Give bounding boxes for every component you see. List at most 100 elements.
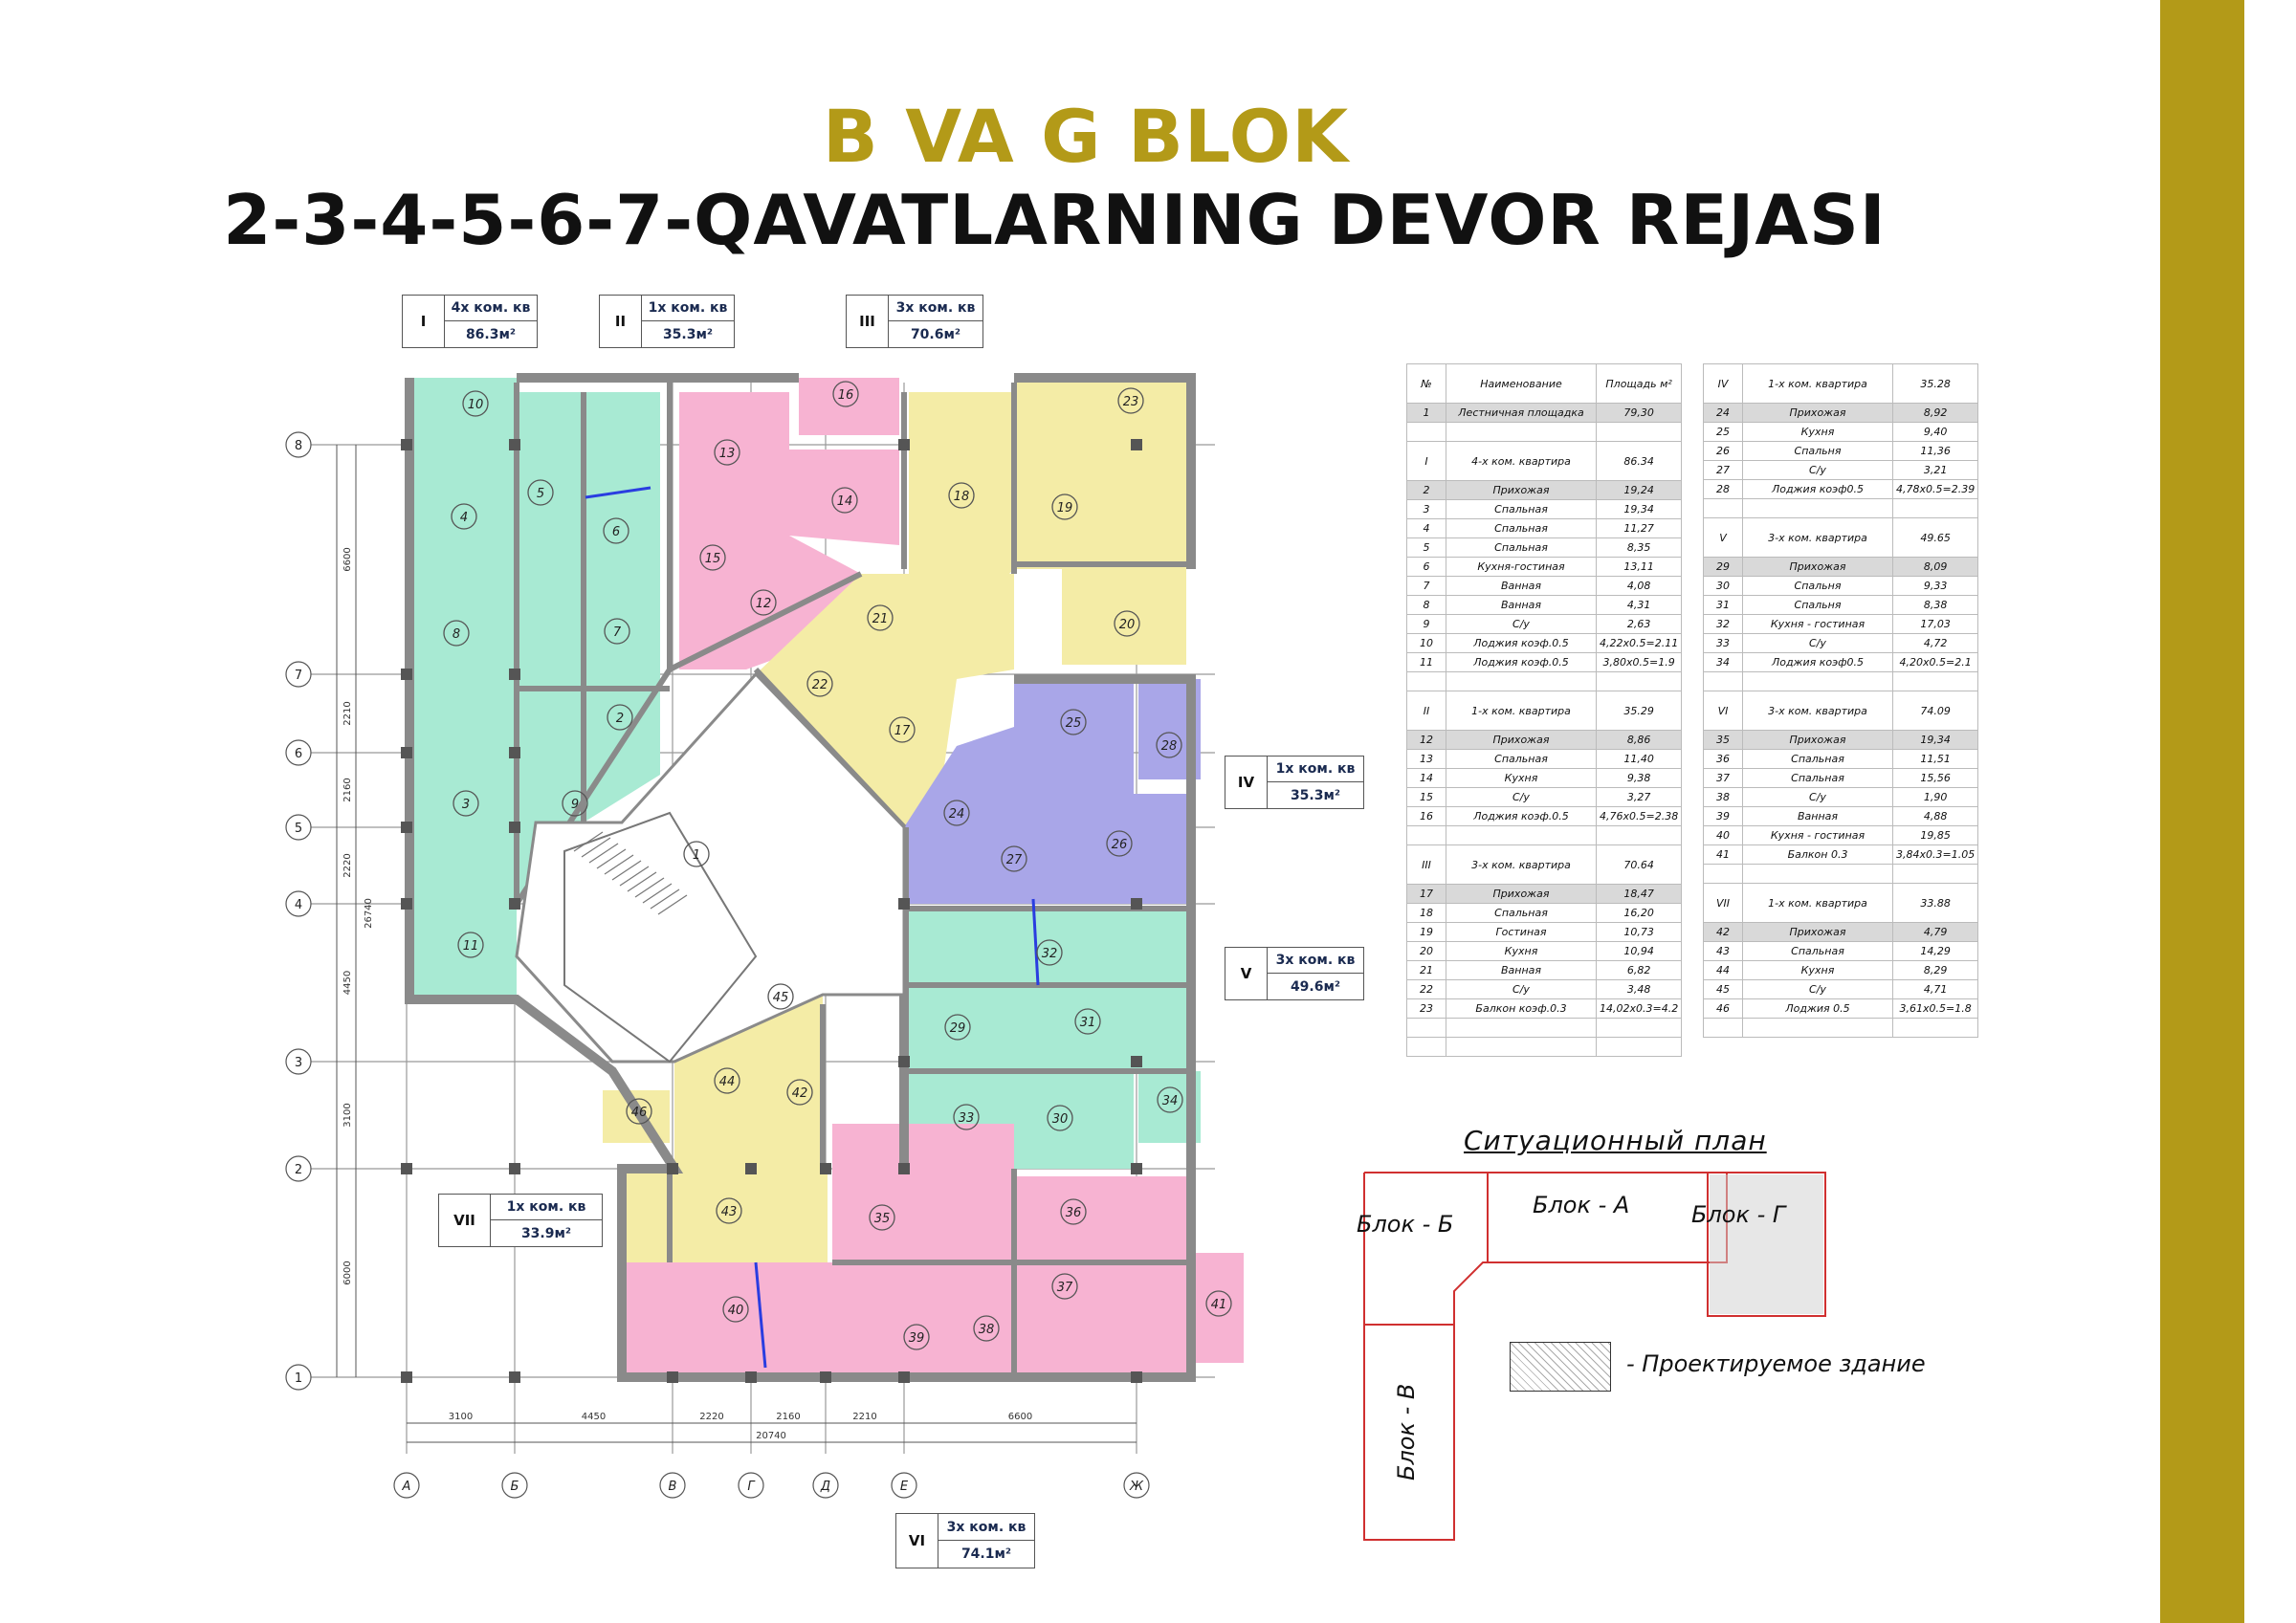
table-cell: Спальная (1742, 749, 1893, 769)
table-cell: Лоджия коэф0.5 (1742, 652, 1893, 672)
column-marker (1131, 439, 1142, 450)
apartment-label-ii: II 1х ком. кв 35.3м² (599, 295, 735, 348)
apartment-area: 49.6м² (1290, 978, 1341, 995)
table-cell: 22 (1406, 979, 1446, 999)
apartment-roman: III (847, 296, 889, 347)
axis-col-bubble (738, 1472, 764, 1499)
stair-step (627, 871, 657, 892)
table-cell: 38 (1703, 787, 1743, 807)
room-number: 21 (872, 612, 889, 626)
axis-col-bubble (501, 1472, 528, 1499)
table-cell: 8,38 (1891, 595, 1979, 615)
room-number: 40 (728, 1304, 744, 1318)
room-number-circle (462, 390, 489, 417)
column-marker (401, 1371, 412, 1383)
dim-label: 2220 (699, 1412, 723, 1422)
axis-col-label: Г (747, 1480, 756, 1494)
column-marker (509, 822, 520, 833)
page-title-plan: 2-3-4-5-6-7-QAVATLARNING DEVOR REJASI (223, 180, 1887, 260)
axis-col-bubble (659, 1472, 686, 1499)
room-number-circle (1114, 610, 1140, 637)
room-area (799, 378, 899, 435)
room-area (909, 392, 1014, 622)
table-cell: 70.64 (1595, 844, 1683, 885)
room-area (679, 392, 861, 669)
room-number: 27 (1006, 853, 1023, 867)
table-cell: 4 (1406, 518, 1446, 538)
room-number-circle (457, 932, 484, 958)
room-number: 34 (1162, 1094, 1179, 1108)
table-cell: Спальня (1742, 576, 1893, 596)
table-cell: Спальная (1446, 518, 1597, 538)
room-number: 7 (613, 625, 622, 640)
table-header-cell: Наименование (1446, 363, 1597, 404)
apartment-roman: VII (439, 1195, 491, 1246)
room-number-circle (869, 1204, 895, 1231)
column-marker (898, 898, 910, 910)
inner-wall (668, 571, 863, 672)
table-cell: 9,33 (1891, 576, 1979, 596)
room-area (622, 1169, 828, 1262)
room-number: 9 (571, 798, 579, 812)
apartment-roman: VI (896, 1514, 938, 1568)
room-area (1191, 1253, 1244, 1363)
table-cell: Спальная (1446, 749, 1597, 769)
table-cell: 4,22x0.5=2.11 (1595, 633, 1683, 653)
room-number-circle (714, 1067, 740, 1094)
table-cell: V (1703, 517, 1743, 558)
room-number: 41 (1211, 1298, 1227, 1312)
table-cell: 6 (1406, 557, 1446, 577)
column-marker (509, 1163, 520, 1174)
table-cell: Лоджия коэф.0.5 (1446, 806, 1597, 826)
table-cell: 3,80x0.5=1.9 (1595, 652, 1683, 672)
table-row (1703, 1018, 1979, 1038)
apartment-label-vii: VII 1х ком. кв 33.9м² (438, 1194, 603, 1247)
room-number-circle (1106, 830, 1133, 857)
table-cell: Ванная (1446, 960, 1597, 980)
axis-row-bubble (285, 661, 312, 688)
apartment-area: 35.3м² (1290, 787, 1341, 803)
room-area (674, 995, 823, 1169)
table-cell: 33.88 (1891, 883, 1979, 923)
table-cell: 16,20 (1595, 903, 1683, 923)
room-number-circle (1001, 845, 1027, 872)
table-cell: 12 (1406, 730, 1446, 750)
column-marker (898, 439, 910, 450)
table-cell: 7 (1406, 576, 1446, 596)
table-cell: 6,82 (1595, 960, 1683, 980)
table-cell: 10,94 (1595, 941, 1683, 961)
room-area (603, 1090, 670, 1143)
column-marker (509, 1371, 520, 1383)
table-cell: 44 (1703, 960, 1743, 980)
room-area (411, 378, 517, 689)
table-cell: Спальня (1742, 441, 1893, 461)
table-cell: 17,03 (1891, 614, 1979, 634)
axis-row-label: 3 (295, 1056, 302, 1070)
room-number: 11 (463, 939, 479, 954)
axis-row-label: 8 (295, 439, 302, 453)
room-number: 13 (719, 447, 736, 461)
table-cell: 3 (1406, 499, 1446, 519)
room-number: 42 (792, 1086, 808, 1101)
column-marker (745, 1163, 757, 1174)
room-number-circle (722, 1296, 749, 1323)
table-cell: 2 (1406, 480, 1446, 500)
stair-step (619, 866, 650, 887)
table-cell: 5 (1406, 537, 1446, 558)
room-number-circle (451, 503, 477, 530)
room-area (1138, 1071, 1201, 1143)
table-cell (1742, 1018, 1893, 1038)
block-v-label: Блок - В (1393, 1383, 1420, 1480)
table-cell: 11 (1406, 652, 1446, 672)
table-cell: Балкон коэф.0.3 (1446, 998, 1597, 1019)
table-row (1406, 1018, 1683, 1038)
table-cell: Спальная (1742, 941, 1893, 961)
table-cell: I (1406, 441, 1446, 481)
